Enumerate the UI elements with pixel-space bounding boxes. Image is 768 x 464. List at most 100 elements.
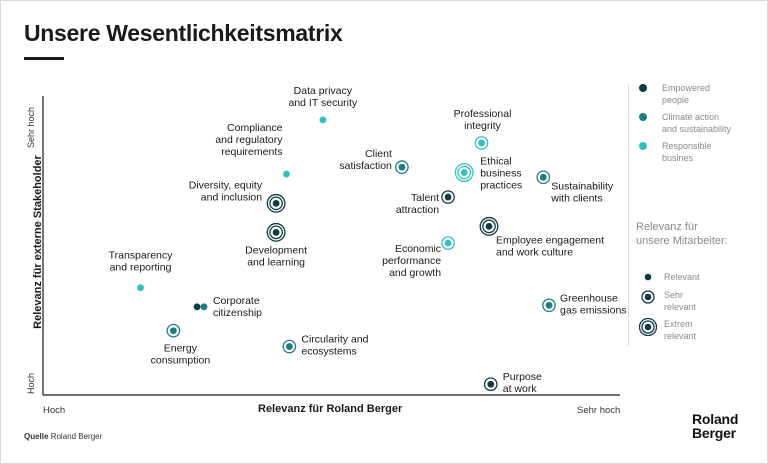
point-dot [487, 380, 495, 388]
point-label-line: Talent [411, 192, 439, 204]
point-label-line: business [480, 168, 521, 180]
data-point [441, 236, 455, 250]
relevance-label-relevant: Relevant [664, 271, 700, 283]
point-ring-outer [266, 222, 286, 242]
point-dot [170, 327, 177, 335]
point-label-line: and reporting [110, 262, 172, 274]
logo-line: Berger [692, 425, 736, 441]
y-tick-low: Hoch [26, 372, 36, 394]
point-dot [539, 173, 547, 181]
point-label-line: integrity [464, 120, 502, 132]
data-point [483, 377, 498, 392]
legend-label-climate: Climate action and sustainability [662, 111, 731, 135]
point-ring [269, 225, 283, 240]
point-dot [272, 199, 280, 207]
relevance-label-extrem: Extrem relevant [664, 318, 696, 342]
legend-label-line: Climate action [662, 112, 720, 122]
point-label-line: Data privacy [294, 85, 353, 97]
point-dot [283, 170, 290, 178]
data-point [319, 116, 327, 124]
legend-label-line: and sustainability [662, 124, 732, 134]
point-ring [483, 377, 498, 392]
point-label-line: and learning [247, 256, 305, 268]
point-label-line: Economic [395, 243, 441, 255]
data-point [200, 303, 208, 311]
point-label-line: requirements [221, 146, 282, 158]
point-label-line: citizenship [213, 307, 262, 319]
point-label-line: Circularity and [301, 334, 368, 346]
point-label-line: and IT security [289, 97, 358, 109]
point-ring-outer [479, 216, 499, 236]
data-point [166, 323, 181, 338]
legend-label-line: Responsible [662, 141, 712, 151]
point-ring [269, 196, 283, 211]
relevance-title-line: Relevanz für [636, 221, 698, 233]
point-dot [398, 163, 406, 171]
point-label-line: attraction [396, 204, 439, 216]
relevance-legend-symbols [638, 273, 658, 337]
data-point [474, 136, 489, 150]
point-label-line: with clients [550, 192, 602, 204]
point-label-line: Ethical [480, 156, 512, 168]
data-point [441, 190, 455, 204]
point-ring [542, 298, 556, 313]
point-label-line: Corporate [213, 295, 260, 307]
point-ring [441, 190, 455, 204]
relevance-symbol-sehr [641, 290, 655, 304]
legend-dot-climate [639, 113, 647, 121]
point-label-line: at work [503, 383, 538, 395]
point-ring [474, 136, 489, 150]
legend-dot-empowered [639, 84, 647, 92]
point-dot [193, 303, 201, 311]
point-ring-outer [266, 193, 286, 213]
y-axis-title: Relevanz für externe Stakeholder [32, 155, 44, 329]
point-ring [395, 160, 409, 175]
relevance-symbol-extrem [638, 317, 658, 337]
x-tick-high: Sehr hoch [577, 405, 621, 416]
point-label-line: Diversity, equity [189, 179, 263, 191]
point-dot [485, 222, 493, 230]
point-dot [444, 239, 452, 247]
point-label-line: Energy [164, 343, 198, 355]
point-label-line: and growth [389, 267, 441, 279]
point-label-line: Purpose [503, 371, 542, 383]
data-point [137, 284, 144, 292]
point-label-line: Employee engagement [496, 234, 604, 246]
point-dot [478, 139, 485, 147]
point-dot [285, 343, 293, 350]
title-underline [24, 57, 64, 60]
data-point [536, 170, 551, 185]
legend-label-line: people [662, 95, 690, 105]
point-dot [444, 193, 452, 201]
legend-divider [628, 84, 629, 346]
legend-label-empowered: Empowered people [662, 82, 710, 106]
relevance-label-line: Extrem [664, 319, 693, 329]
legend-label-line: busines [662, 153, 694, 163]
point-ring [457, 165, 472, 180]
roland-berger-logo: Roland Berger [692, 412, 738, 440]
point-ring [441, 236, 455, 250]
point-label-line: ecosystems [301, 346, 356, 358]
data-point [193, 303, 201, 311]
data-point [283, 170, 290, 178]
x-tick-low: Hoch [43, 405, 66, 416]
data-point [454, 163, 474, 182]
point-dot [272, 228, 280, 236]
relevance-label-line: Relevant [664, 272, 700, 282]
point-label-line: Professional [454, 108, 512, 120]
